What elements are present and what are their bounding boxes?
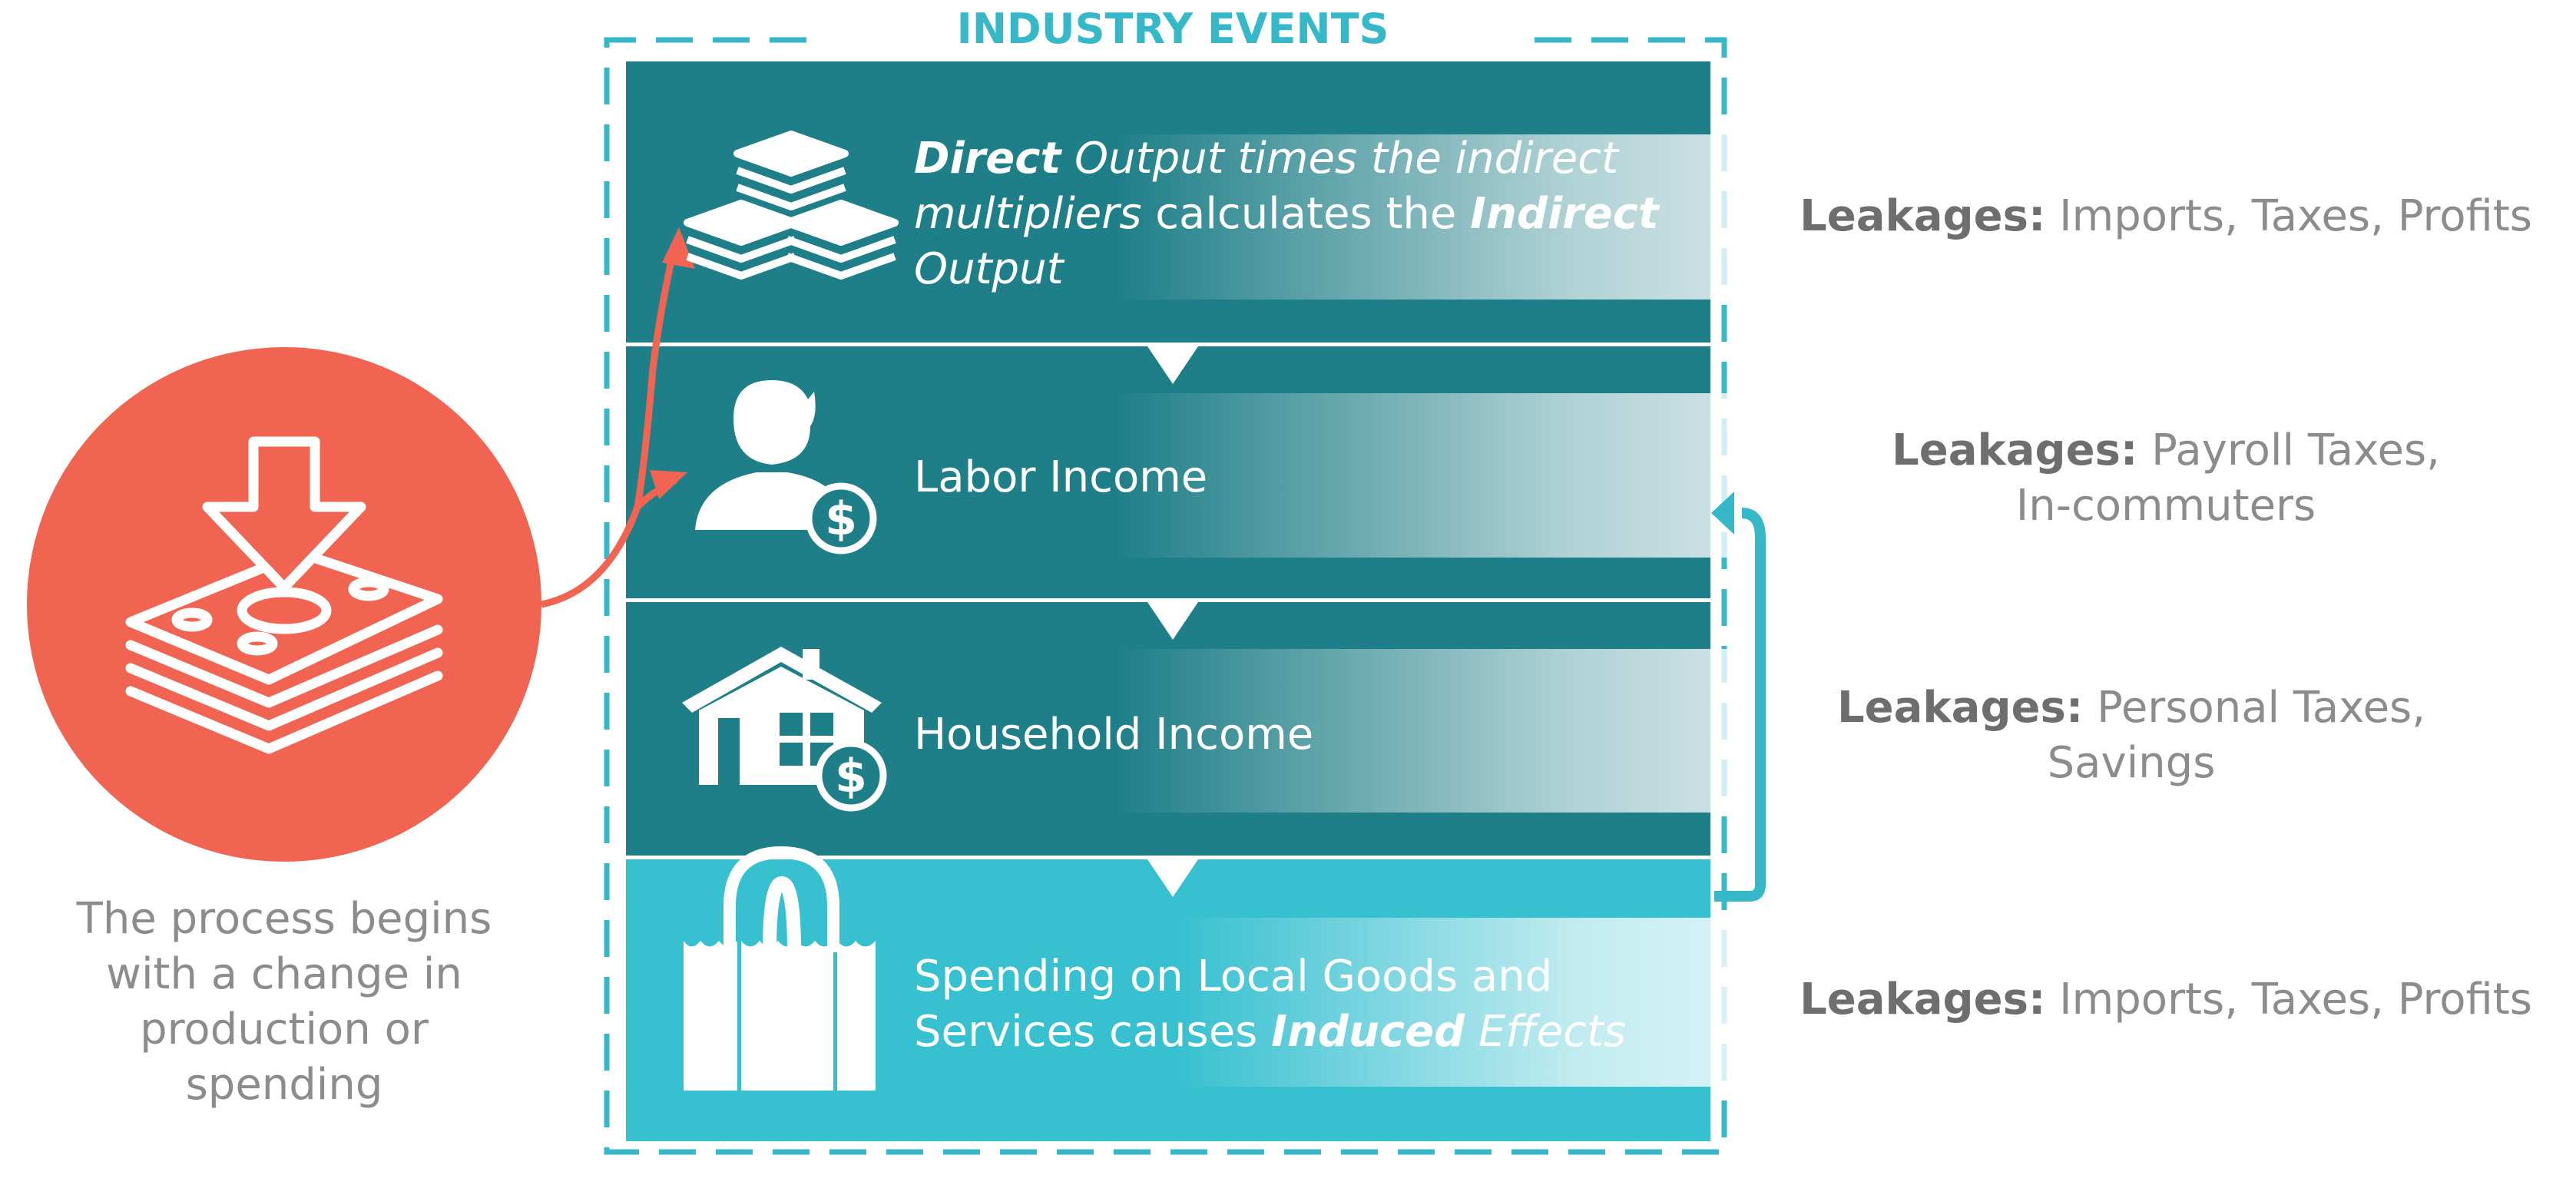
stage-1-text-line: multipliers calculates the Indirect (914, 189, 1660, 239)
stage-4-text-segment: Services causes (914, 1007, 1271, 1057)
stage-2-text-segment: Labor Income (914, 452, 1207, 502)
leakage-value: Imports, Taxes, Profits (2059, 975, 2532, 1024)
money-stack-down-arrow-icon (125, 436, 443, 754)
leakage-arrow-3 (1117, 649, 1943, 813)
stage-4-leakage-line: Leakages: Imports, Taxes, Profits (1800, 975, 2532, 1024)
stage-1-text-line: Output (914, 244, 1065, 294)
leakage-value: Savings (2048, 738, 2216, 788)
stage-1-text-segment: multipliers (914, 189, 1141, 239)
stage-4-text-segment: Effects (1465, 1007, 1626, 1057)
feedback-loop-arrowhead (1711, 492, 1734, 535)
feedback-loop-arrow (1714, 508, 1766, 902)
stage-1-text-segment: Output times the indirect (1061, 134, 1620, 184)
stage-4-text-line: Spending on Local Goods and (914, 952, 1552, 1001)
start-caption-line: The process begins (76, 894, 492, 944)
stage-1-text-segment: Output (914, 244, 1065, 294)
stage-2-leakage-line: In-commuters (2016, 481, 2316, 531)
person-dollar-icon: $ (695, 380, 877, 554)
stage-1-text-segment: calculates the (1141, 189, 1470, 239)
leakage-value: Payroll Taxes, (2151, 425, 2440, 475)
svg-text:$: $ (825, 492, 857, 546)
leakage-label: Leakages: (1892, 425, 2137, 475)
stacked-layers-icon (684, 131, 899, 280)
stage-3-text-line: Household Income (914, 710, 1313, 760)
industry-events-title: INDUSTRY EVENTS (957, 5, 1389, 53)
leakage-label: Leakages: (1800, 975, 2045, 1024)
stage-1-leakage-line: Leakages: Imports, Taxes, Profits (1800, 191, 2532, 241)
stage-text-group: Direct Output times the indirectmultipli… (914, 134, 1660, 1057)
stage-3-leakage-line: Savings (2048, 738, 2216, 788)
start-caption-line: spending (186, 1060, 383, 1110)
stage-2-text-line: Labor Income (914, 452, 1207, 502)
leakage-value: Personal Taxes, (2097, 683, 2425, 733)
leakage-arrow-1 (1117, 134, 1943, 300)
start-link-curve (541, 246, 678, 608)
flow-arrow-3 (1147, 859, 1198, 897)
stage-1-text-line: Direct Output times the indirect (914, 134, 1620, 184)
leakage-label: Leakages: (1800, 191, 2045, 241)
stage-2-leakage-line: Leakages: Payroll Taxes, (1892, 425, 2440, 475)
leakage-value: In-commuters (2016, 481, 2316, 531)
flow-arrow-1 (1147, 346, 1198, 384)
leakage-arrow-4 (1175, 918, 1989, 1087)
stage-4-text-line: Services causes Induced Effects (914, 1007, 1626, 1057)
shopping-bag-icon (684, 846, 876, 1091)
start-link-arrowhead-labor (650, 470, 687, 499)
start-circle (27, 347, 541, 862)
leakage-text-group: Leakages: Imports, Taxes, ProfitsLeakage… (1800, 191, 2532, 1024)
leakage-value: Imports, Taxes, Profits (2059, 191, 2532, 241)
stage-3-leakage-line: Leakages: Personal Taxes, (1837, 683, 2425, 733)
stage-4-text-segment: Spending on Local Goods and (914, 952, 1552, 1001)
leakage-arrow-2 (1117, 393, 1943, 558)
start-caption-line: with a change in (106, 949, 462, 999)
stage-3-text-segment: Household Income (914, 710, 1313, 760)
stage-1-text-segment: Indirect (1470, 189, 1660, 239)
start-caption-line: production or (140, 1005, 429, 1054)
stage-1-text-segment: Direct (914, 134, 1062, 184)
stage-4-text-segment: Induced (1271, 1007, 1465, 1057)
house-dollar-icon: $ (682, 647, 887, 812)
flow-arrow-2 (1147, 602, 1198, 640)
leakage-label: Leakages: (1837, 683, 2083, 733)
svg-text:$: $ (835, 750, 867, 803)
